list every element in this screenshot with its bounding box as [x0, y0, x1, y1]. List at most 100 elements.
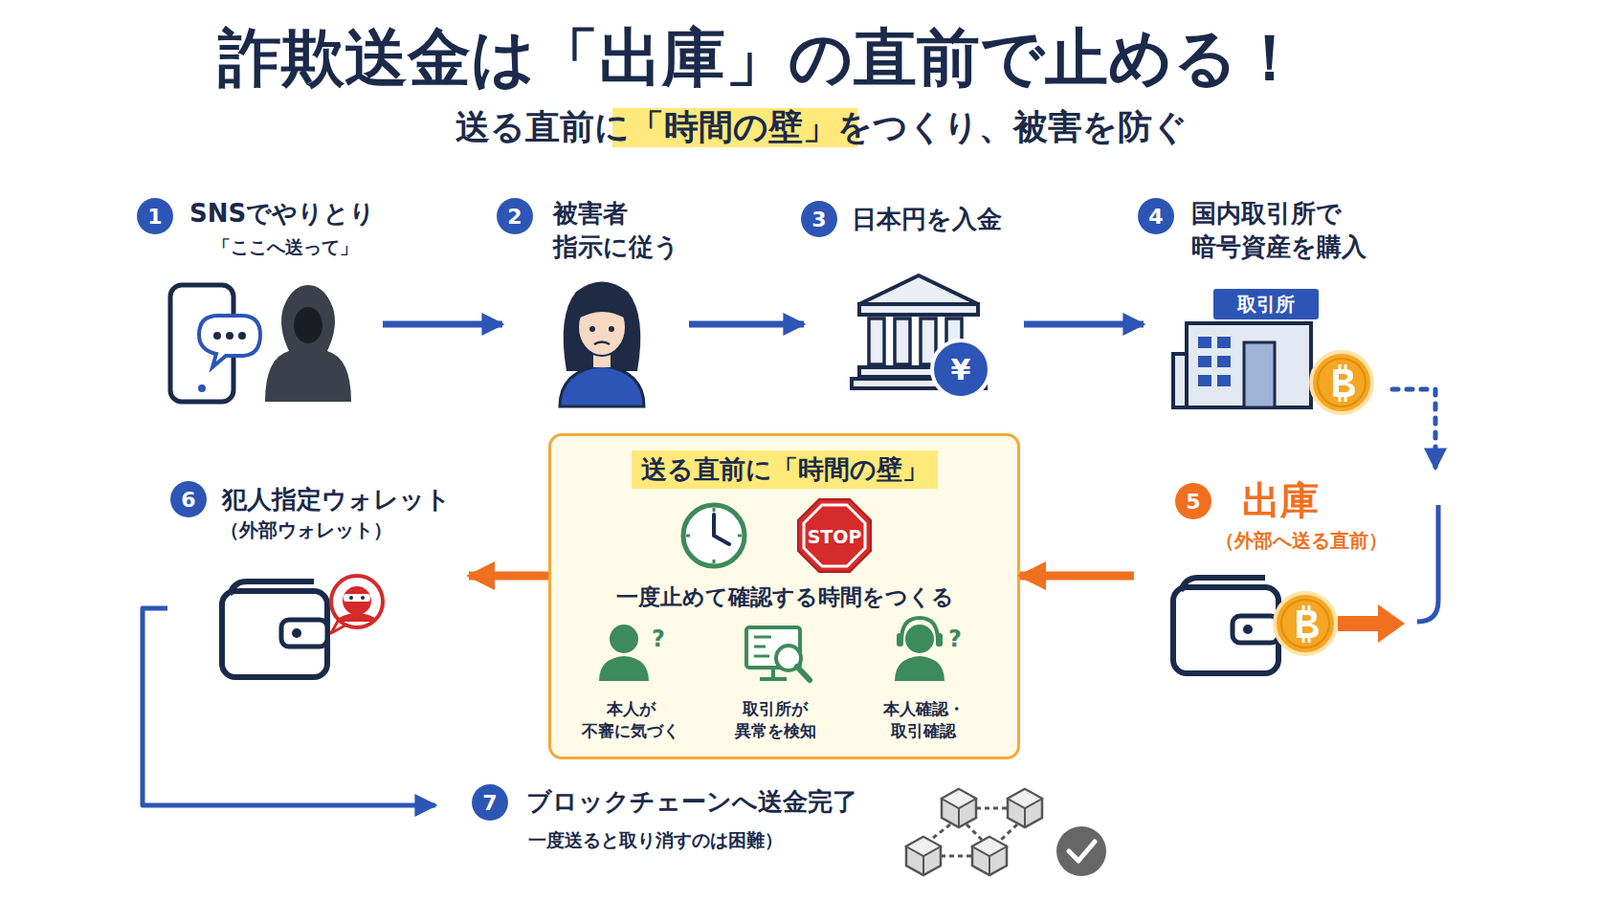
exchange-building-icon — [1244, 342, 1275, 408]
callout-number: 6 — [180, 489, 196, 512]
blockchain-icon — [1007, 789, 1043, 828]
node-heading: ブロックチェーンへ送金完了 — [526, 785, 890, 820]
hooded-scammer-icon — [265, 285, 352, 402]
criminal-wallet-icon — [222, 581, 328, 678]
bank-icon — [859, 367, 978, 378]
withdraw-wallet-icon — [1173, 505, 1439, 674]
node-subtext: 「ここへ送って」 — [189, 235, 381, 261]
exchange-building-icon — [1198, 375, 1212, 387]
clock-icon — [683, 505, 745, 567]
flow-arrow — [688, 321, 804, 329]
criminal-wallet-icon — [222, 576, 383, 678]
node-heading: 被害者 指示に従う — [553, 197, 697, 265]
bank-icon — [859, 304, 978, 315]
exchange-building-icon — [1173, 354, 1193, 408]
node-heading: 犯人指定ウォレット — [222, 483, 462, 517]
victim-icon — [594, 342, 610, 346]
withdraw-wallet-icon — [1417, 505, 1439, 623]
clock-icon — [683, 505, 745, 567]
victim-icon — [563, 282, 642, 373]
person-question-icon — [599, 624, 649, 682]
callout-circles — [800, 200, 838, 238]
person-question-icon — [599, 656, 649, 682]
stop-sign-icon — [798, 499, 871, 573]
blockchain-icon — [941, 789, 977, 828]
check-item: 本人確認・ 取引確認 — [852, 617, 995, 747]
callout-number: 4 — [1148, 206, 1163, 228]
monitor-search-icon — [797, 666, 810, 681]
blockchain-icon — [1068, 842, 1095, 862]
callout-circles — [1137, 198, 1175, 235]
time-wall-box: 送る直前に「時間の壁」一度止めて確認する時間をつくる本人が 不審に気づく取引所が… — [548, 433, 1021, 760]
withdraw-step-box: 出庫（外部へ送る直前） — [1133, 468, 1445, 685]
monitor-search-icon — [746, 627, 810, 681]
bank-icon — [851, 275, 990, 399]
criminal-wallet-icon — [360, 596, 365, 600]
bank-icon — [851, 378, 986, 389]
callout-circles — [496, 198, 534, 235]
monitor-search-icon — [759, 667, 787, 680]
phone-icon — [170, 285, 261, 402]
check-item: 本人が 不審に気づく — [559, 617, 702, 747]
bank-icon — [946, 318, 962, 365]
bank-icon — [932, 340, 990, 399]
bank-icon — [920, 318, 936, 365]
flow-arrow — [142, 608, 436, 806]
phone-icon — [199, 315, 261, 368]
criminal-wallet-icon — [331, 576, 383, 628]
victim-icon — [589, 326, 596, 333]
blockchain-icon — [906, 837, 941, 876]
victim-icon — [608, 326, 615, 333]
subtitle-highlight — [612, 108, 858, 148]
callout-number: 3 — [811, 209, 826, 231]
criminal-wallet-icon — [342, 586, 372, 616]
withdraw-wallet-icon — [1173, 577, 1279, 674]
monitor-search-icon — [746, 627, 800, 668]
phone-icon — [170, 285, 234, 402]
exchange-building-icon — [1217, 336, 1231, 349]
clock-icon — [713, 514, 730, 545]
phone-icon — [213, 332, 222, 340]
stop-sign-icon — [803, 505, 866, 567]
step-box: ブロックチェーンへ送金完了一度送ると取り消すのは困難） — [435, 775, 1120, 886]
support-operator-icon — [894, 618, 945, 682]
step-box: 国内取引所で 暗号資産を購入 — [1143, 183, 1393, 409]
phone-icon — [238, 332, 246, 340]
withdraw-wallet-icon — [1274, 593, 1336, 655]
support-operator-icon — [905, 624, 934, 654]
criminal-wallet-icon — [343, 594, 371, 602]
diagram-title: 詐欺送金は「出庫」の直前で止める！ — [0, 20, 1520, 96]
phone-icon — [225, 332, 234, 340]
exchange-building-icon — [1217, 355, 1231, 368]
node-subtext: （外部ウォレット） — [210, 517, 402, 544]
victim-icon — [559, 282, 645, 408]
node-subtext: （外部へ送る直前） — [1205, 528, 1398, 555]
blockchain-icon — [972, 837, 1007, 876]
bank-icon — [868, 318, 885, 365]
step-box: 被害者 指示に従う — [502, 183, 689, 409]
callout-circles — [136, 198, 1212, 822]
bank-icon — [859, 275, 978, 305]
stop-sign-icon — [798, 499, 871, 573]
exchange-building-icon — [1198, 355, 1212, 368]
flow-arrow — [1392, 389, 1436, 469]
victim-icon — [577, 294, 627, 320]
victim-icon — [577, 298, 626, 356]
blockchain-icon — [933, 808, 1018, 857]
support-operator-icon — [894, 656, 945, 682]
hooded-scammer-icon — [265, 285, 352, 402]
exchange-building-icon — [1198, 336, 1212, 349]
flow-arrow — [1023, 321, 1144, 329]
phone-icon — [198, 384, 206, 393]
blockchain-icon — [906, 789, 1107, 877]
criminal-wallet-icon — [349, 596, 354, 600]
callout-circles — [170, 481, 207, 518]
criminal-wallet-icon — [331, 616, 349, 634]
victim-icon — [593, 350, 611, 368]
sign-text: 取引所 — [1237, 294, 1295, 314]
flow-arrow — [468, 572, 549, 581]
callout-circles — [471, 784, 509, 822]
exchange-building-icon — [1213, 288, 1319, 320]
step-box: 日本円を入金 — [803, 183, 1024, 409]
